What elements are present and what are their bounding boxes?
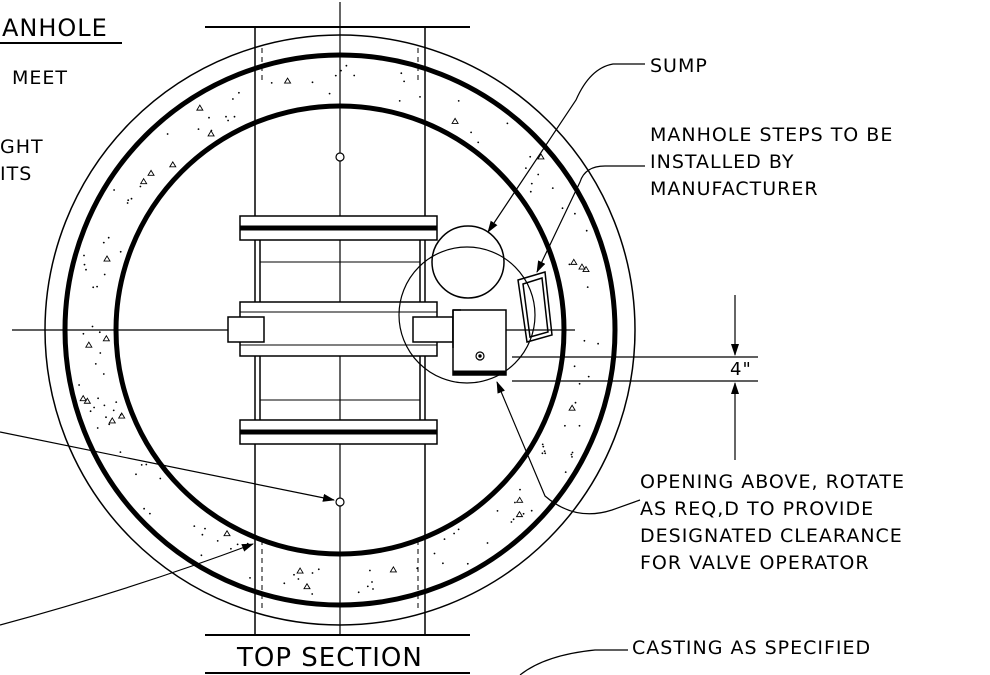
center-mark-top: [335, 152, 345, 162]
callout-opening-line2: AS REQ,D TO PROVIDE: [640, 498, 874, 520]
dimension-4in: [512, 295, 758, 460]
center-mark-bottom: [335, 497, 345, 507]
callout-opening-line3: DESIGNATED CLEARANCE: [640, 525, 903, 547]
callout-casting: CASTING AS SPECIFIED: [632, 637, 871, 659]
valve-operator: [398, 225, 536, 384]
concrete-hatch: [78, 64, 599, 595]
callout-opening-line1: OPENING ABOVE, ROTATE: [640, 471, 905, 493]
leader-lines: [0, 63, 645, 675]
callout-opening-line4: FOR VALVE OPERATOR: [640, 552, 870, 574]
left-note-its: ITS: [0, 163, 32, 185]
left-note-meet: MEET: [12, 67, 68, 89]
callout-sump: SUMP: [650, 55, 708, 77]
manhole-step: [517, 271, 553, 343]
section-label: TOP SECTION: [236, 643, 423, 673]
dimension-value: 4": [730, 359, 752, 380]
callout-steps-line1: MANHOLE STEPS TO BE: [650, 124, 893, 146]
callout-steps-line2: INSTALLED BY: [650, 151, 794, 173]
title-fragment: ANHOLE: [2, 14, 108, 42]
manhole-rings: [44, 34, 636, 626]
left-note-ght: GHT: [0, 136, 44, 158]
callout-steps-line3: MANUFACTURER: [650, 178, 819, 200]
pipe-flanges: [227, 215, 454, 445]
